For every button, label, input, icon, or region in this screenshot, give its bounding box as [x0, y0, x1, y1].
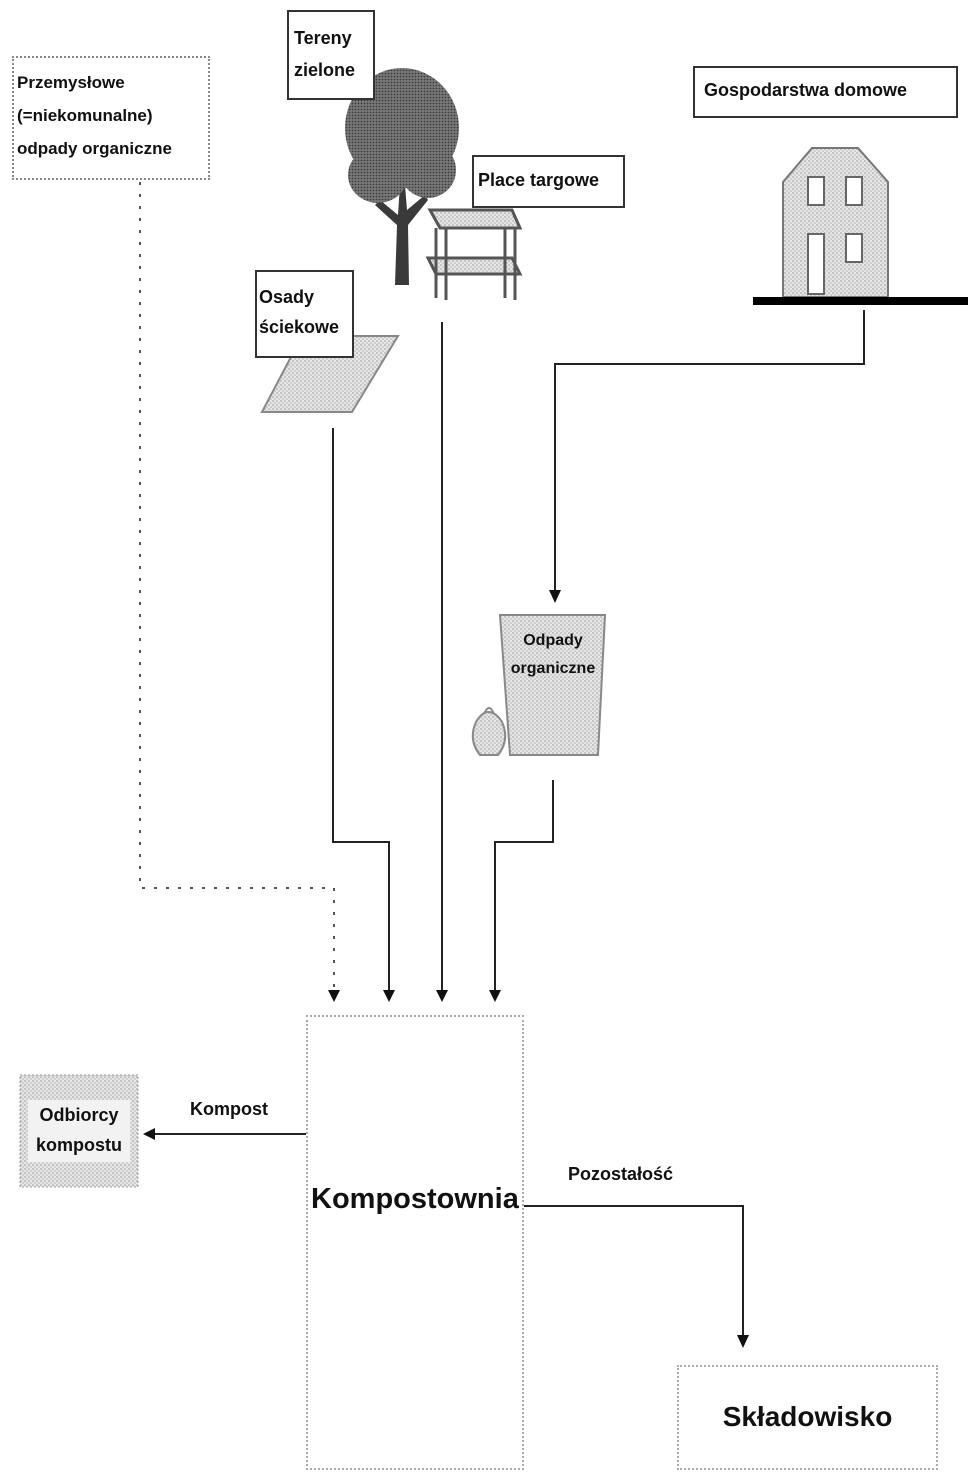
industrial-waste-label: Przemysłowe (=niekomunalne) odpady organ…: [17, 73, 172, 158]
tree-icon: [345, 68, 459, 285]
arrowhead-sewage-sludge: [383, 990, 395, 1002]
compost-receivers-label: Odbiorcy kompostu: [35, 1105, 122, 1155]
households-label: Gospodarstwa domowe: [704, 80, 908, 100]
markets-box: [472, 155, 625, 208]
industrial-waste-box: [12, 56, 210, 180]
sewage-sludge-label: Osady ściekowe: [259, 287, 340, 337]
green-areas-label: Tereny zielone: [294, 28, 356, 80]
flow-industrial: [139, 182, 335, 990]
markets-label: Place targowe: [478, 170, 600, 190]
waste-bin-icon: [498, 614, 607, 756]
households-box: [693, 66, 958, 118]
landfill-label: Składowisko: [722, 1401, 893, 1432]
market-stall-icon: [425, 208, 523, 300]
residue-flow-label: Pozostałość: [568, 1164, 674, 1184]
arrowhead-organic-waste: [489, 990, 501, 1002]
arrowhead-residue: [737, 1335, 749, 1348]
landfill-box: [677, 1365, 938, 1470]
organic-waste-label: Odpady organiczne: [510, 632, 596, 677]
arrowhead-industrial: [328, 990, 340, 1002]
flow-households: [554, 310, 865, 590]
waste-bag-icon: [471, 707, 507, 756]
house-icon: [753, 147, 968, 305]
compost-flow-label: Kompost: [190, 1099, 268, 1119]
arrowhead-market-stall: [436, 990, 448, 1002]
arrowhead-compost: [143, 1128, 155, 1140]
arrowhead-households: [549, 590, 561, 603]
flow-sewage-sludge: [332, 428, 390, 990]
composting-plant-label: Kompostownia: [311, 1183, 519, 1215]
composting-plant-box: [306, 1015, 524, 1470]
green-areas-box: [287, 10, 375, 100]
sewage-sludge-box: [255, 270, 354, 358]
flow-residue: [523, 1205, 744, 1335]
flow-organic-waste: [494, 780, 554, 990]
